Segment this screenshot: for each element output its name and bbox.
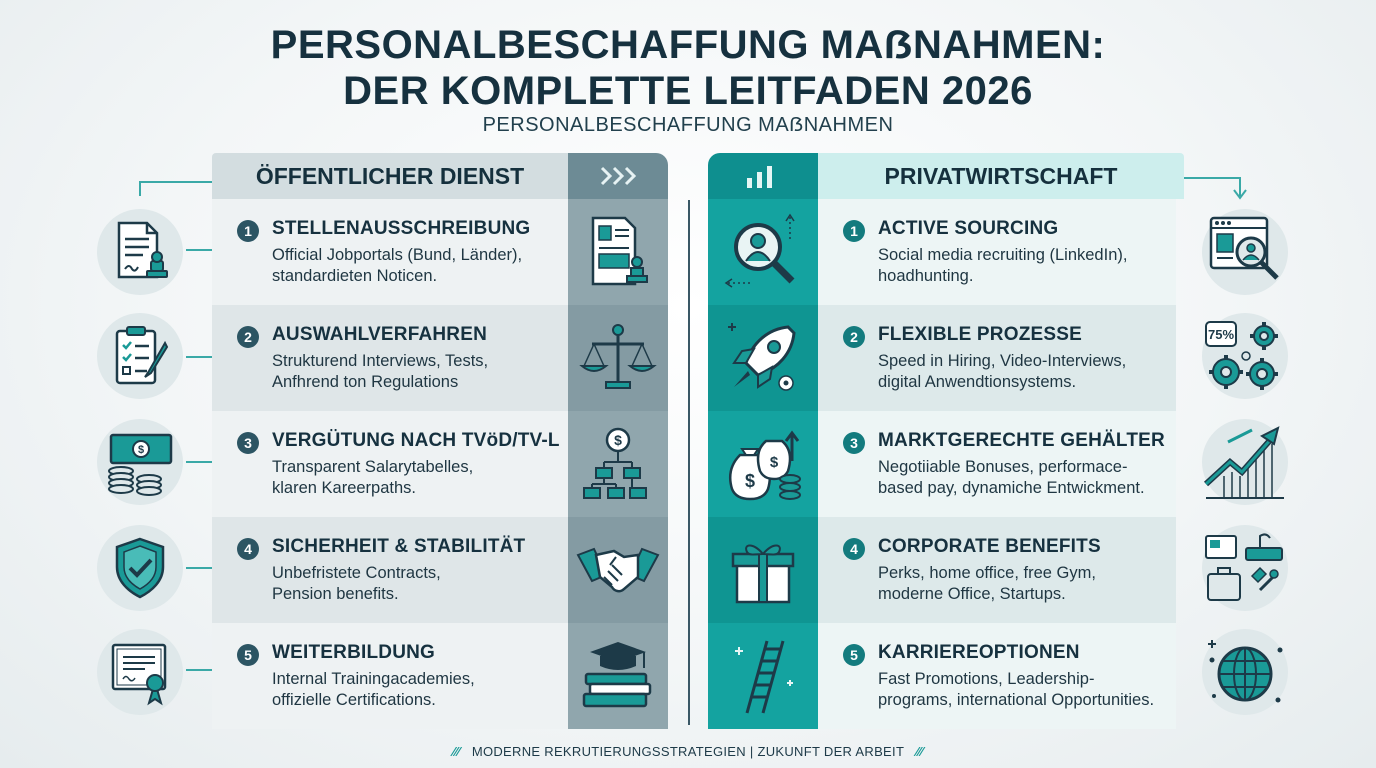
- side-icon-right-5: [1202, 629, 1288, 715]
- public-item-1: 1 STELLENAUSSCHREIBUNG Official Jobporta…: [212, 199, 668, 305]
- certificate-icon: [111, 643, 167, 706]
- private-item-1: 1 ACTIVE SOURCING Social media recruitin…: [708, 199, 1176, 305]
- item-number: 1: [843, 220, 865, 242]
- public-sector-heading: ÖFFENTLICHER DIENST: [212, 153, 568, 199]
- public-sector-header-icon-box: [568, 153, 668, 199]
- right-connector-arrow: [1176, 177, 1247, 200]
- item-number: 3: [237, 432, 259, 454]
- private-item-3: $ $ 3 MARKTGERECHTE GEHÄLTER Negotiiable…: [708, 411, 1176, 517]
- contract-stamp-icon: [117, 221, 168, 279]
- search-person-icon: [724, 213, 795, 288]
- center-divider: [688, 200, 690, 725]
- side-icon-right-4: [1202, 525, 1288, 611]
- private-sector-header-icon-box: [708, 153, 818, 199]
- scales-icon: [579, 324, 657, 389]
- document-stamp-icon: [591, 216, 648, 286]
- item-number: 2: [237, 326, 259, 348]
- cash-coins-icon: $: [108, 433, 173, 496]
- footer-text: MODERNE REKRUTIERUNGSSTRATEGIEN | ZUKUNF…: [471, 744, 905, 759]
- graduation-books-icon: [582, 642, 652, 708]
- footer: ⁄⁄⁄ MODERNE REKRUTIERUNGSSTRATEGIEN | ZU…: [0, 744, 1376, 759]
- item-number: 5: [843, 644, 865, 666]
- ladder-icon: [735, 640, 793, 714]
- svg-text:$: $: [745, 471, 755, 491]
- side-icon-left-5: [97, 629, 183, 715]
- title-line-1: PERSONALBESCHAFFUNG MAẞNAHMEN:: [270, 23, 1106, 67]
- svg-text:$: $: [770, 454, 779, 471]
- growth-chart-icon: [1203, 426, 1284, 499]
- item-number: 3: [843, 432, 865, 454]
- item-number: 2: [843, 326, 865, 348]
- gears-percent-icon: 75%: [1205, 321, 1278, 390]
- side-icon-right-2: 75%: [1202, 313, 1288, 399]
- side-icon-left-2: [97, 313, 183, 399]
- page-subtitle: PERSONALBESCHAFFUNG MAẞNAHMEN: [482, 114, 894, 136]
- svg-text:$: $: [138, 444, 144, 456]
- public-sector-panel: ÖFFENTLICHER DIENST 1 STELLENAUSSCHREIBU…: [212, 153, 668, 729]
- private-item-4: 4 CORPORATE BENEFITS Perks, home office,…: [708, 517, 1176, 623]
- side-icon-left-1: [97, 209, 183, 295]
- globe-icon: [1208, 640, 1283, 703]
- shield-check-icon: [115, 537, 165, 599]
- bar-chart-icon: [747, 166, 772, 188]
- item-description: Negotiiable Bonuses, performace-based pa…: [878, 458, 1145, 497]
- item-number: 4: [843, 538, 865, 560]
- item-title: AUSWAHLVERFAHREN: [272, 324, 488, 345]
- item-title: KARRIEREOPTIONEN: [878, 642, 1080, 663]
- salary-hierarchy-icon: $: [583, 427, 647, 499]
- public-item-3: 3 VERGÜTUNG NACH TVöD/TV-L Transparent S…: [212, 411, 668, 517]
- item-description: Unbefristete Contracts,Pension benefits.: [272, 564, 441, 603]
- public-item-2: 2 AUSWAHLVERFAHREN Strukturend Interview…: [212, 305, 668, 411]
- item-number: 5: [237, 644, 259, 666]
- private-sector-heading: PRIVATWIRTSCHAFT: [818, 153, 1184, 199]
- side-icon-right-1: [1202, 209, 1288, 295]
- title-line-2: DER KOMPLETTE LEITFADEN 2026: [343, 69, 1033, 113]
- side-icon-left-4: [97, 525, 183, 611]
- item-description: Perks, home office, free Gym,moderne Off…: [878, 564, 1096, 603]
- footer-decoration-left: ⁄⁄⁄: [452, 744, 461, 759]
- item-title: WEITERBILDUNG: [272, 642, 436, 663]
- item-title: MARKTGERECHTE GEHÄLTER: [878, 430, 1165, 451]
- item-title: ACTIVE SOURCING: [878, 218, 1059, 239]
- clipboard-checklist-icon: [115, 326, 169, 385]
- svg-text:$: $: [614, 432, 622, 448]
- side-icon-left-3: $: [97, 419, 183, 505]
- web-search-profile-icon: [1209, 216, 1279, 280]
- page-title: PERSONALBESCHAFFUNG MAẞNAHMEN: DER KOMPL…: [0, 22, 1376, 114]
- private-item-5: 5 KARRIEREOPTIONEN Fast Promotions, Lead…: [708, 623, 1176, 729]
- item-title: SICHERHEIT & STABILITÄT: [272, 536, 526, 557]
- item-description: Transparent Salarytabelles,klaren Kareer…: [272, 458, 474, 497]
- item-description: Strukturend Interviews, Tests,Anfhrend t…: [272, 352, 489, 391]
- gift-icon: [731, 544, 795, 604]
- money-bags-icon: $ $: [729, 430, 801, 501]
- public-item-5: 5 WEITERBILDUNG Internal Trainingacademi…: [212, 623, 668, 729]
- item-description: Speed in Hiring, Video-Interviews,digita…: [878, 352, 1127, 391]
- private-sector-panel: PRIVATWIRTSCHAFT 1 ACTIVE SOURCING Socia…: [708, 153, 1184, 729]
- item-title: FLEXIBLE PROZESSE: [878, 324, 1082, 345]
- public-item-4: 4 SICHERHEIT & STABILITÄT Unbefristete C…: [212, 517, 668, 623]
- item-number: 4: [237, 538, 259, 560]
- item-description: Internal Trainingacademies,offizielle Ce…: [272, 670, 475, 709]
- item-title: STELLENAUSSCHREIBUNG: [272, 218, 531, 239]
- item-number: 1: [237, 220, 259, 242]
- item-description: Social media recruiting (LinkedIn),hoadh…: [878, 246, 1128, 285]
- item-title: VERGÜTUNG NACH TVöD/TV-L: [272, 430, 560, 451]
- footer-decoration-right: ⁄⁄⁄: [915, 744, 924, 759]
- item-description: Official Jobportals (Bund, Länder),stand…: [272, 246, 523, 285]
- item-description: Fast Promotions, Leadership-programs, in…: [878, 670, 1155, 709]
- gears-percent-label: 75%: [1208, 327, 1234, 342]
- office-workspace-icon: [1205, 533, 1283, 601]
- handshake-icon: [576, 547, 660, 593]
- side-icon-right-3: [1202, 419, 1288, 505]
- rocket-icon: [728, 323, 796, 391]
- item-title: CORPORATE BENEFITS: [878, 536, 1101, 557]
- triple-chevron-icon: [600, 166, 637, 186]
- private-item-2: 2 FLEXIBLE PROZESSE Speed in Hiring, Vid…: [708, 305, 1176, 411]
